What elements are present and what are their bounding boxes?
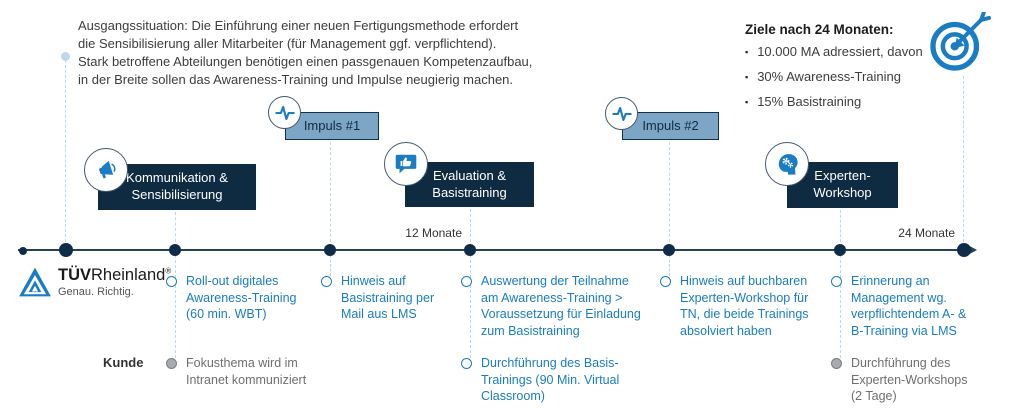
dashed-connector bbox=[840, 255, 841, 358]
pulse-icon bbox=[605, 97, 638, 130]
goal-text: 15% Basistraining bbox=[757, 94, 862, 109]
square-bullet-icon: ▪ bbox=[745, 47, 749, 57]
target-icon bbox=[928, 10, 992, 79]
timeline-dot bbox=[169, 244, 181, 256]
list-item: Hinweis auf buchbaren Experten-Workshop … bbox=[660, 273, 825, 339]
milestone-box-impuls-2: Impuls #2 bbox=[622, 112, 719, 140]
goal-text: 30% Awareness-Training bbox=[757, 69, 902, 84]
intro-text: Ausgangssituation: Die Einführung einer … bbox=[78, 18, 533, 87]
tuv-triangle-icon bbox=[19, 267, 51, 297]
dashed-connector bbox=[175, 255, 176, 358]
dashed-connector bbox=[470, 209, 471, 247]
square-bullet-icon: ▪ bbox=[745, 72, 749, 82]
brand-tagline: Genau. Richtig. bbox=[58, 286, 134, 299]
provider-item-text: Hinweis auf buchbaren Experten-Workshop … bbox=[680, 274, 809, 338]
filled-circle-bullet-icon bbox=[831, 358, 842, 369]
brand-name: TÜVRheinland® bbox=[58, 266, 172, 284]
provider-item-text: Hinweis auf Basistraining per Mail aus L… bbox=[341, 274, 435, 321]
timeline-dot bbox=[464, 244, 476, 256]
goal-text: 10.000 MA adressiert, davon bbox=[757, 44, 923, 59]
open-circle-bullet-icon bbox=[461, 358, 472, 369]
timeline-arrowhead-icon bbox=[966, 244, 977, 256]
open-circle-bullet-icon bbox=[321, 276, 332, 287]
kunde-row-label: Kunde bbox=[103, 355, 144, 370]
axis-label-24-monate: 24 Monate bbox=[898, 226, 955, 240]
open-circle-bullet-icon bbox=[166, 276, 177, 287]
dashed-connector bbox=[840, 210, 841, 247]
dashed-connector bbox=[669, 255, 670, 276]
provider-item-text: Auswertung der Teilnahme am Awareness-Tr… bbox=[481, 274, 641, 338]
pulse-icon bbox=[268, 96, 301, 129]
list-item: Durchführung des Experten-Workshops (2 T… bbox=[831, 355, 996, 405]
head-gears-icon bbox=[765, 142, 809, 186]
timeline-axis bbox=[18, 249, 968, 251]
filled-circle-bullet-icon bbox=[166, 358, 177, 369]
goal-item: ▪ 15% Basistraining bbox=[745, 94, 955, 111]
open-circle-bullet-icon bbox=[660, 276, 671, 287]
dashed-connector bbox=[470, 255, 471, 358]
thumbs-up-bubble-icon bbox=[384, 142, 428, 186]
goal-item: ▪ 30% Awareness-Training bbox=[745, 69, 955, 86]
dashed-connector bbox=[963, 76, 964, 247]
list-item: Fokusthema wird im Intranet kommuniziert bbox=[166, 355, 326, 388]
dashed-connector bbox=[330, 255, 331, 276]
megaphone-icon bbox=[84, 148, 128, 192]
timeline-dot bbox=[957, 243, 971, 257]
square-bullet-icon: ▪ bbox=[745, 97, 749, 107]
timeline-dot bbox=[324, 244, 336, 256]
dashed-connector bbox=[669, 142, 670, 247]
provider-item-text: Erinnerung an Management wg. verpflichte… bbox=[851, 274, 967, 338]
timeline-dot bbox=[19, 247, 27, 255]
kunde-item-text: Durchführung des Experten-Workshops (2 T… bbox=[851, 356, 968, 403]
list-item: Roll-out digitales Awareness-Training (6… bbox=[166, 273, 306, 323]
goals-title: Ziele nach 24 Monaten: bbox=[745, 22, 894, 37]
list-item: Erinnerung an Management wg. verpflichte… bbox=[831, 273, 996, 339]
open-circle-bullet-icon bbox=[461, 276, 472, 287]
origin-dot bbox=[61, 52, 70, 61]
goal-item: ▪ 10.000 MA adressiert, davon bbox=[745, 44, 955, 61]
timeline-dot bbox=[834, 244, 846, 256]
open-circle-bullet-icon bbox=[831, 276, 842, 287]
milestone-box-evaluation: Evaluation & Basistraining bbox=[405, 162, 534, 207]
provider-item-text: Roll-out digitales Awareness-Training (6… bbox=[186, 274, 297, 321]
dashed-connector bbox=[330, 142, 331, 247]
goals-panel: Ziele nach 24 Monaten: ▪ 10.000 MA adres… bbox=[745, 22, 955, 119]
list-item: Durchführung des Basis- Trainings (90 Mi… bbox=[461, 355, 641, 405]
kunde-item-text: Fokusthema wird im Intranet kommuniziert bbox=[186, 356, 307, 387]
dashed-connector bbox=[65, 60, 66, 247]
kunde-item-text: Durchführung des Basis- Trainings (90 Mi… bbox=[481, 356, 620, 403]
timeline-dot bbox=[59, 243, 73, 257]
list-item: Hinweis auf Basistraining per Mail aus L… bbox=[321, 273, 456, 323]
timeline-dot bbox=[663, 244, 675, 256]
tuv-rheinland-logo: TÜVRheinland® Genau. Richtig. bbox=[18, 266, 171, 298]
list-item: Auswertung der Teilnahme am Awareness-Tr… bbox=[461, 273, 651, 339]
milestone-box-impuls-1: Impuls #1 bbox=[285, 112, 379, 140]
axis-label-12-monate: 12 Monate bbox=[405, 226, 462, 240]
dashed-connector bbox=[175, 212, 176, 247]
